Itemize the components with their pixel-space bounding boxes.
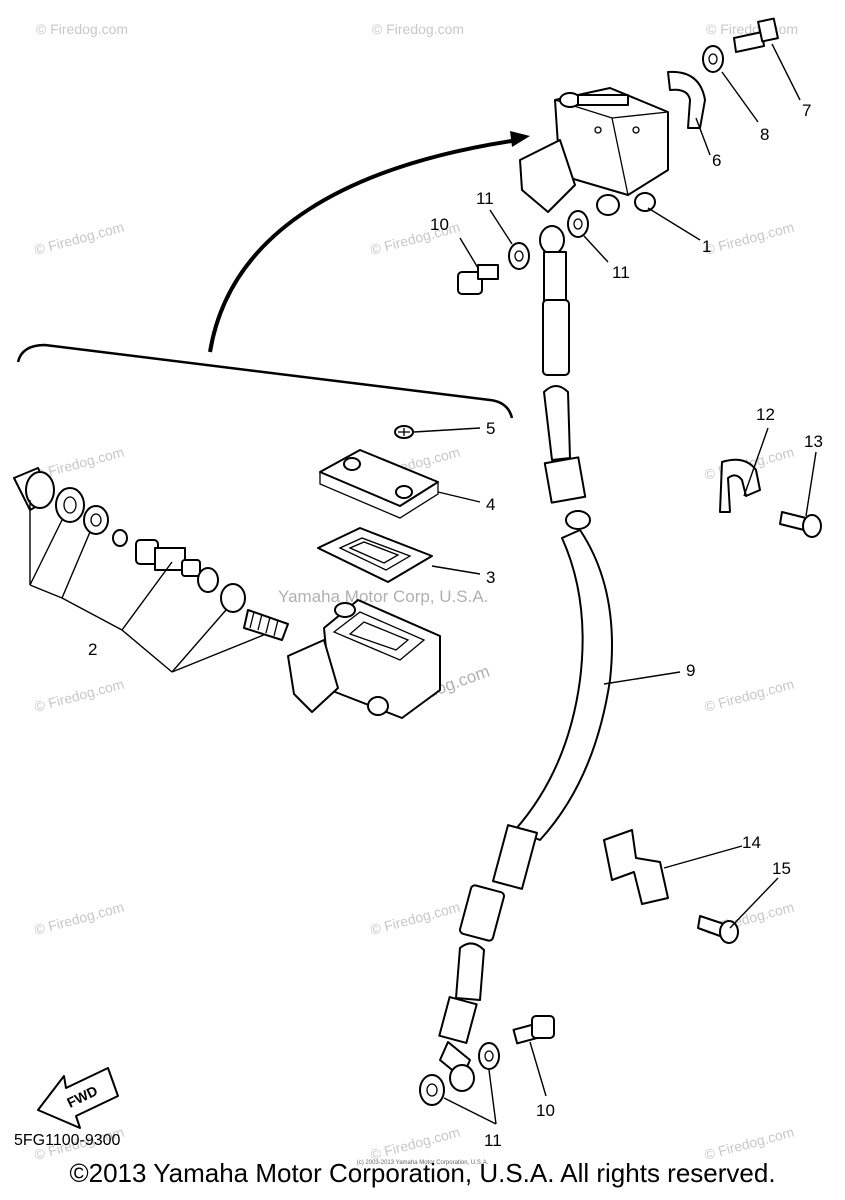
callout-2: 2	[88, 640, 97, 659]
clamp-6	[667, 70, 706, 129]
screw-15	[697, 915, 739, 944]
screw-5	[394, 425, 414, 439]
watermark-main: Yamaha Motor Corp, U.S.A.	[278, 587, 488, 606]
copper-washer-11	[508, 242, 530, 270]
callout-7: 7	[802, 101, 811, 120]
washer-8	[702, 45, 724, 73]
watermark: © Firedog.com	[33, 219, 126, 258]
assembly-arrow	[208, 138, 519, 353]
hose-bracket-14	[603, 829, 669, 905]
callout-9: 9	[686, 661, 695, 680]
exploded-bracket	[16, 343, 514, 419]
callout-1: 1	[702, 237, 711, 256]
watermark: © Firedog.com	[703, 219, 796, 258]
watermark: © Firedog.com	[33, 676, 126, 715]
callout-3: 3	[486, 568, 495, 587]
bolt-7	[733, 17, 779, 53]
callouts: 1 2 3 4 5 6 7 8 9 10 11 11 12 13 14 15 1…	[88, 101, 823, 1150]
watermark: © Firedog.com	[36, 21, 128, 37]
watermark: © Firedog.com	[369, 899, 462, 938]
master-cylinder-kit-2	[13, 467, 289, 641]
callout-11: 11	[612, 263, 630, 282]
callout-11: 11	[476, 189, 494, 208]
forward-arrow-icon: FWD	[37, 1067, 119, 1129]
copper-washer-11	[478, 1042, 500, 1070]
callout-14: 14	[742, 833, 761, 852]
watermarks: © Firedog.com © Firedog.com © Firedog.co…	[33, 21, 798, 1163]
reservoir-cap-4	[319, 449, 439, 519]
callout-5: 5	[486, 419, 495, 438]
union-bolt-10	[457, 264, 499, 295]
callout-6: 6	[712, 151, 721, 170]
callout-4: 4	[486, 495, 495, 514]
arrow-head	[510, 131, 530, 147]
callout-12: 12	[756, 405, 775, 424]
screw-13	[779, 511, 822, 538]
master-cylinder-assembly	[519, 87, 669, 216]
watermark: © Firedog.com	[33, 899, 126, 938]
small-copyright: (c) 2003-2013 Yamaha Motor Corporation, …	[356, 1160, 489, 1166]
callout-11: 11	[484, 1131, 502, 1150]
copper-washer-11	[567, 210, 589, 238]
hose-clamp-12	[719, 458, 761, 513]
brake-hose-9	[438, 225, 613, 1092]
leader-lines	[29, 43, 817, 1125]
callout-10: 10	[430, 215, 449, 234]
diaphragm-3	[317, 527, 433, 583]
callout-8: 8	[760, 125, 769, 144]
watermark: © Firedog.com	[703, 676, 796, 715]
watermark: © Firedog.com	[703, 1124, 796, 1163]
copyright-notice: ©2013 Yamaha Motor Corporation, U.S.A. A…	[69, 1158, 776, 1188]
copper-washer-11	[419, 1074, 445, 1106]
callout-10: 10	[536, 1101, 555, 1120]
diagram-code: 5FG1100-9300	[14, 1132, 121, 1149]
union-bolt-10	[512, 1015, 555, 1045]
watermark: © Firedog.com	[369, 1124, 462, 1163]
master-cylinder-body	[287, 599, 441, 719]
callout-15: 15	[772, 859, 791, 878]
watermark: © Firedog.com	[372, 21, 464, 37]
callout-13: 13	[804, 432, 823, 451]
